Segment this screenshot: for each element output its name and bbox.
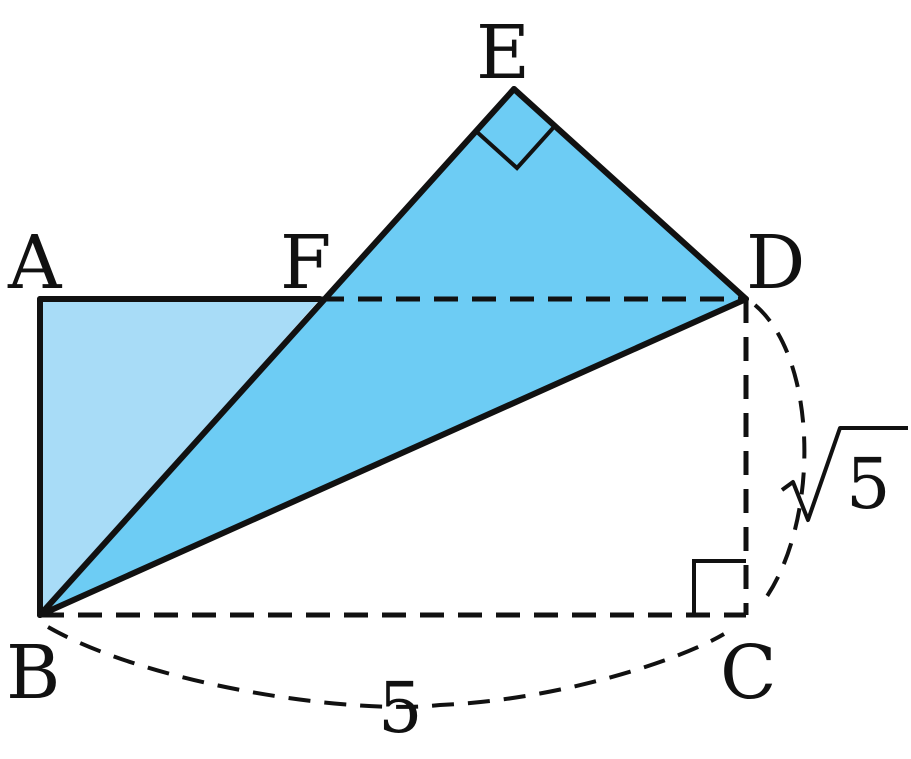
label-c: C [720,630,777,716]
length-label-cd: √ 5 [780,426,908,525]
label-d: D [746,220,805,306]
radical-sign-icon [780,426,908,522]
triangle-bed [40,89,746,615]
segment-be [37,86,517,618]
label-f: F [280,220,331,306]
label-b: B [6,630,60,716]
length-label-bc: 5 [378,667,423,749]
dimension-arc-cd [753,303,807,608]
right-angle-mark-e [475,126,555,171]
right-angle-mark-c [692,559,746,615]
label-a: A [7,220,63,306]
segment-ed [511,86,749,302]
segment-bd [37,296,749,618]
dimension-arc-bc [47,625,726,709]
label-e: E [476,10,530,96]
radicand-text: 5 [846,443,891,525]
